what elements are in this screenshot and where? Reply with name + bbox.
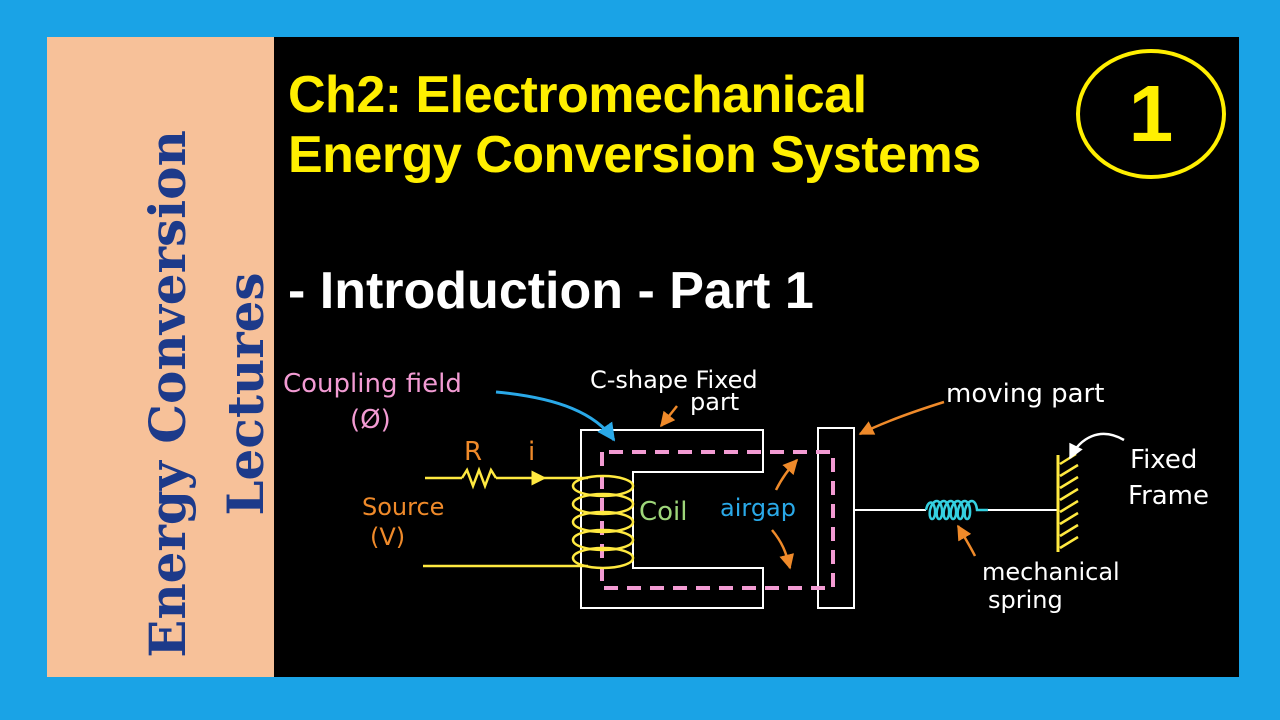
label-source: Source xyxy=(362,493,444,521)
label-coil: Coil xyxy=(639,497,688,527)
resistor-zigzag xyxy=(460,466,498,490)
series-title-line-1: Energy Conversion xyxy=(138,130,197,658)
chapter-title-line-1: Ch2: Electromechanical xyxy=(288,66,867,124)
spring-label-arrow xyxy=(956,524,977,557)
c-shape-core xyxy=(580,429,764,609)
airgap-arrow-down xyxy=(771,529,795,570)
flux-path xyxy=(600,450,835,590)
episode-number: 1 xyxy=(1128,69,1174,158)
c-shape-arrow xyxy=(660,405,678,428)
label-voltage: (V) xyxy=(370,523,405,551)
label-moving-part: moving part xyxy=(946,379,1104,409)
label-resistor: R xyxy=(464,437,482,467)
label-phi: (Ø) xyxy=(350,405,391,435)
chapter-title: Ch2: Electromechanical Energy Conversion… xyxy=(288,65,981,185)
moving-part-bar xyxy=(817,427,855,609)
electromechanical-system-diagram: Coupling field (Ø) C-shape Fixed part mo… xyxy=(283,366,1209,614)
label-coupling-field: Coupling field xyxy=(283,369,462,399)
label-fixed-frame-line-1: Fixed xyxy=(1130,445,1197,475)
episode-number-badge: 1 xyxy=(1076,49,1226,179)
label-spring: spring xyxy=(988,586,1063,614)
label-mechanical: mechanical xyxy=(982,558,1120,586)
blackboard: Ch2: Electromechanical Energy Conversion… xyxy=(274,37,1239,677)
label-current: i xyxy=(528,437,535,467)
moving-part-arrow xyxy=(858,400,945,436)
label-c-shape-line-2: part xyxy=(690,388,739,416)
label-fixed-frame-line-2: Frame xyxy=(1128,481,1209,511)
label-airgap: airgap xyxy=(720,494,796,522)
fixed-frame-hatch xyxy=(1059,452,1079,550)
coupling-field-arrow xyxy=(495,390,616,442)
coil-winding xyxy=(571,474,635,570)
sidebar-banner: Energy Conversion Lectures xyxy=(47,37,275,677)
mechanical-spring xyxy=(924,499,988,521)
airgap-arrow-up xyxy=(774,458,799,491)
chapter-title-line-2: Energy Conversion Systems xyxy=(288,126,981,184)
label-c-shape-line-1: C-shape Fixed xyxy=(590,366,758,394)
lecture-subtitle: - Introduction - Part 1 xyxy=(288,262,814,320)
fixed-frame-arrow xyxy=(1068,432,1125,460)
